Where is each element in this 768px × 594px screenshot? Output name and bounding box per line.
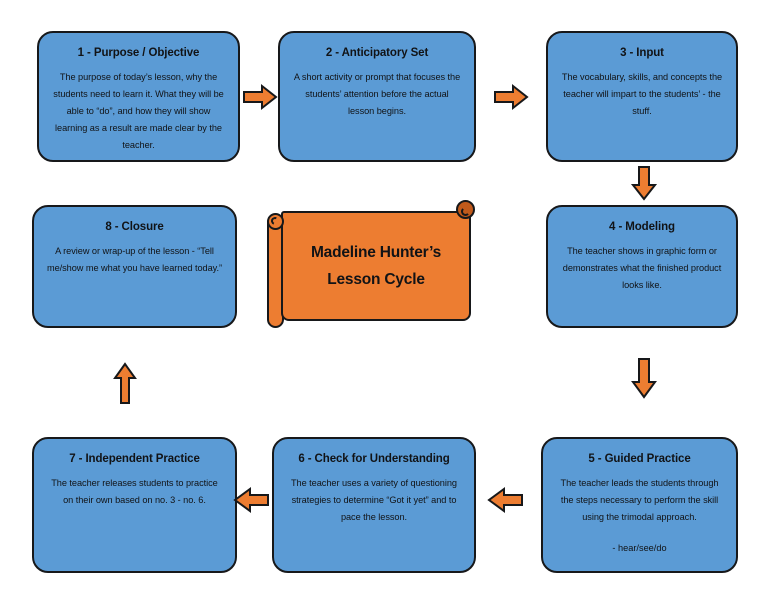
process-node-1-purpose-objective[interactable]: 1 - Purpose / Objective The purpose of t… xyxy=(37,31,240,162)
process-node-5-guided-practice[interactable]: 5 - Guided Practice The teacher leads th… xyxy=(541,437,738,573)
process-node-2-anticipatory-set[interactable]: 2 - Anticipatory Set A short activity or… xyxy=(278,31,476,162)
node-body: The vocabulary, skills, and concepts the… xyxy=(561,72,723,117)
process-node-8-closure[interactable]: 8 - Closure A review or wrap-up of the l… xyxy=(32,205,237,328)
node-body-extra: - hear/see/do xyxy=(612,543,667,554)
node-body: The teacher shows in graphic form or dem… xyxy=(562,246,722,291)
arrow-up-icon-node7-to-node8 xyxy=(113,362,137,404)
arrow-left-icon-node6-to-node7 xyxy=(233,487,269,513)
node-title: 4 - Modeling xyxy=(609,221,675,233)
node-title: 8 - Closure xyxy=(105,221,164,233)
arrow-left-icon-node5-to-node6 xyxy=(487,487,523,513)
node-body: The teacher uses a variety of questionin… xyxy=(291,478,457,523)
node-title: 3 - Input xyxy=(620,47,664,59)
arrow-down-icon-node4-to-node5 xyxy=(631,358,657,399)
node-body: The teacher releases students to practic… xyxy=(51,478,218,506)
arrow-down-icon-node3-to-node4 xyxy=(630,166,658,201)
node-body: The teacher leads the students through t… xyxy=(560,478,719,523)
scroll-banner: Madeline Hunter’s Lesson Cycle xyxy=(265,199,478,332)
node-body: A short activity or prompt that focuses … xyxy=(293,72,461,117)
process-node-7-independent-practice[interactable]: 7 - Independent Practice The teacher rel… xyxy=(32,437,237,573)
node-title: 2 - Anticipatory Set xyxy=(325,47,429,59)
scroll-title-line-1: Madeline Hunter’s xyxy=(310,243,442,261)
process-node-4-modeling[interactable]: 4 - Modeling The teacher shows in graphi… xyxy=(546,205,738,328)
process-node-3-input[interactable]: 3 - Input The vocabulary, skills, and co… xyxy=(546,31,738,162)
arrow-right-icon-node1-to-node2 xyxy=(243,83,278,111)
scroll-title-line-2: Lesson Cycle xyxy=(327,271,425,288)
node-body: A review or wrap-up of the lesson - “Tel… xyxy=(46,246,223,274)
scroll-right-curl-inner-icon xyxy=(461,207,470,216)
arrow-right-icon-node2-to-node3 xyxy=(494,83,529,111)
node-title: 1 - Purpose / Objective xyxy=(77,47,200,59)
node-title: 5 - Guided Practice xyxy=(588,453,691,465)
scroll-body: Madeline Hunter’s Lesson Cycle xyxy=(281,211,471,321)
node-body: The purpose of today’s lesson, why the s… xyxy=(53,72,224,151)
node-title: 6 - Check for Understanding xyxy=(298,453,450,465)
scroll-left-curl-icon xyxy=(267,213,284,230)
process-node-6-check-for-understanding[interactable]: 6 - Check for Understanding The teacher … xyxy=(272,437,476,573)
node-title: 7 - Independent Practice xyxy=(69,453,200,465)
